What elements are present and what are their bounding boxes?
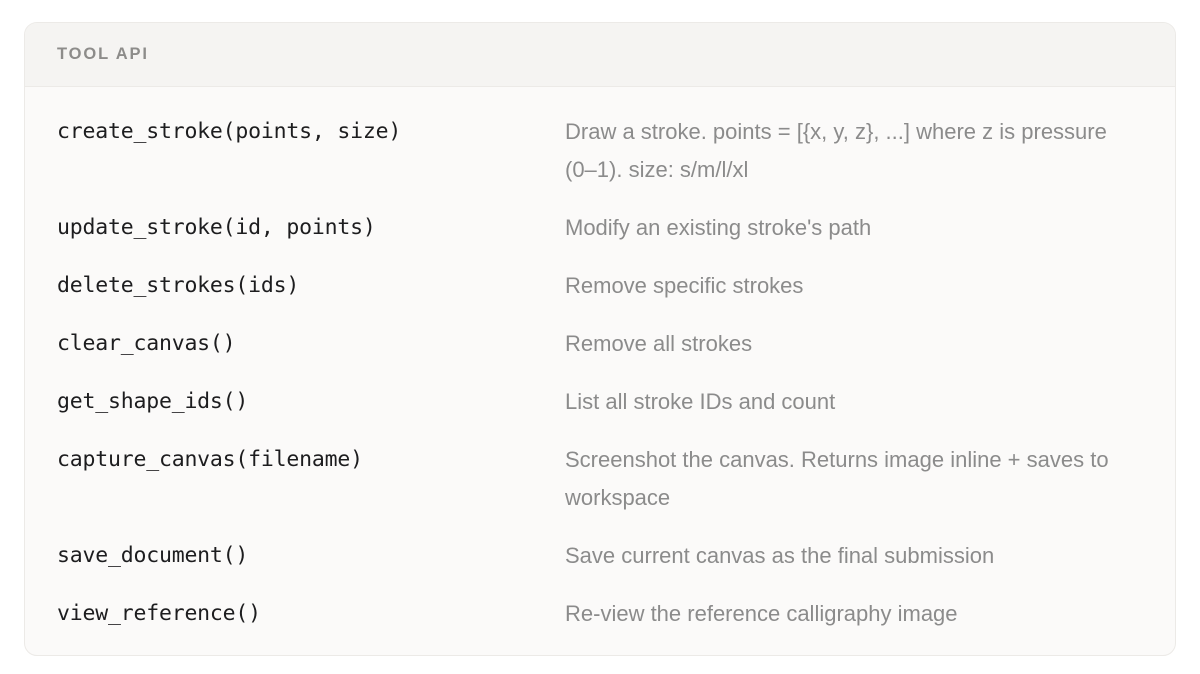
function-description-cell: Remove specific strokes xyxy=(565,267,1143,325)
function-description: Modify an existing stroke's path xyxy=(565,215,872,240)
table-row: view_reference() Re-view the reference c… xyxy=(57,595,1143,633)
table-row: get_shape_ids() List all stroke IDs and … xyxy=(57,383,1143,441)
function-description: Remove specific strokes xyxy=(565,273,804,298)
table-row: clear_canvas() Remove all strokes xyxy=(57,325,1143,383)
function-signature: create_stroke(points, size) xyxy=(57,119,402,144)
function-signature-cell: update_stroke(id, points) xyxy=(57,209,565,267)
table-row: delete_strokes(ids) Remove specific stro… xyxy=(57,267,1143,325)
function-description: List all stroke IDs and count xyxy=(565,389,836,414)
tool-api-card: TOOL API create_stroke(points, size) Dra… xyxy=(24,22,1176,656)
function-description: Screenshot the canvas. Returns image inl… xyxy=(565,447,1109,510)
function-signature: clear_canvas() xyxy=(57,331,236,356)
function-description-cell: Modify an existing stroke's path xyxy=(565,209,1143,267)
card-header: TOOL API xyxy=(25,23,1175,87)
api-table-body: create_stroke(points, size) Draw a strok… xyxy=(57,113,1143,633)
card-body: create_stroke(points, size) Draw a strok… xyxy=(25,87,1175,655)
function-signature: delete_strokes(ids) xyxy=(57,273,300,298)
function-description: Remove all strokes xyxy=(565,331,753,356)
function-description: Re-view the reference calligraphy image xyxy=(565,601,958,626)
function-signature: capture_canvas(filename) xyxy=(57,447,363,472)
card-header-title: TOOL API xyxy=(57,45,149,63)
function-description: Save current canvas as the final submiss… xyxy=(565,543,995,568)
function-signature-cell: capture_canvas(filename) xyxy=(57,441,565,537)
function-description: Draw a stroke. points = [{x, y, z}, ...]… xyxy=(565,119,1107,182)
function-signature: save_document() xyxy=(57,543,249,568)
function-description-cell: Screenshot the canvas. Returns image inl… xyxy=(565,441,1143,537)
table-row: save_document() Save current canvas as t… xyxy=(57,537,1143,595)
function-signature: get_shape_ids() xyxy=(57,389,249,414)
function-signature-cell: view_reference() xyxy=(57,595,565,633)
api-reference-table: create_stroke(points, size) Draw a strok… xyxy=(57,113,1143,633)
function-signature-cell: create_stroke(points, size) xyxy=(57,113,565,209)
table-row: create_stroke(points, size) Draw a strok… xyxy=(57,113,1143,209)
function-description-cell: Save current canvas as the final submiss… xyxy=(565,537,1143,595)
function-signature-cell: clear_canvas() xyxy=(57,325,565,383)
function-signature: update_stroke(id, points) xyxy=(57,215,376,240)
function-signature: view_reference() xyxy=(57,601,261,626)
function-description-cell: List all stroke IDs and count xyxy=(565,383,1143,441)
function-signature-cell: save_document() xyxy=(57,537,565,595)
function-signature-cell: delete_strokes(ids) xyxy=(57,267,565,325)
function-signature-cell: get_shape_ids() xyxy=(57,383,565,441)
function-description-cell: Re-view the reference calligraphy image xyxy=(565,595,1143,633)
table-row: update_stroke(id, points) Modify an exis… xyxy=(57,209,1143,267)
function-description-cell: Draw a stroke. points = [{x, y, z}, ...]… xyxy=(565,113,1143,209)
function-description-cell: Remove all strokes xyxy=(565,325,1143,383)
table-row: capture_canvas(filename) Screenshot the … xyxy=(57,441,1143,537)
